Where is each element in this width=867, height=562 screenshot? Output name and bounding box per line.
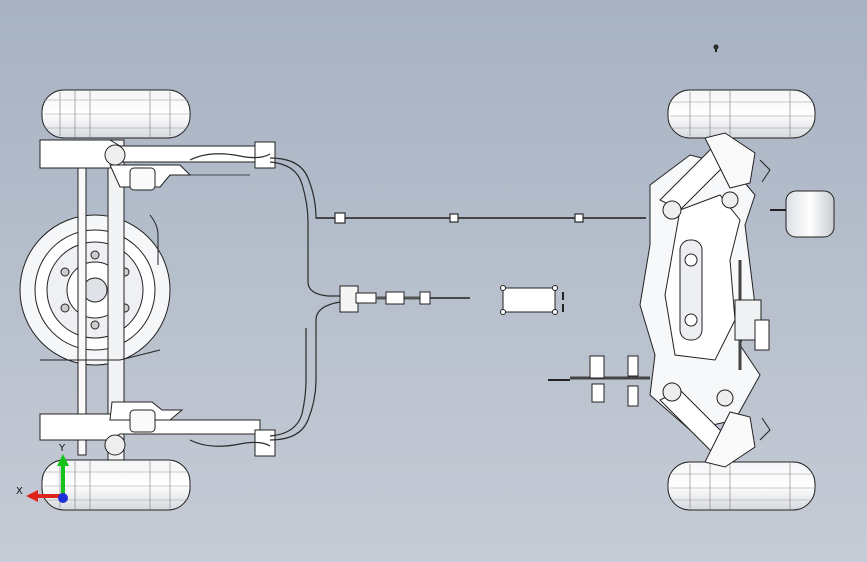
y-axis-arrowhead	[57, 454, 69, 466]
z-axis-dot	[58, 493, 68, 503]
brake-lines[interactable]	[189, 153, 646, 447]
x-axis-label: X	[16, 486, 23, 497]
front-right-tire[interactable]	[667, 461, 816, 511]
rear-left-tire[interactable]	[41, 89, 191, 139]
x-axis-arrowhead	[26, 490, 38, 502]
y-axis-label: Y	[59, 443, 66, 454]
reservoir-tank[interactable]	[770, 190, 835, 238]
front-left-tire[interactable]	[667, 89, 816, 139]
spare-wheel[interactable]	[19, 214, 171, 366]
mounting-plate[interactable]	[500, 285, 564, 315]
parking-brake-assembly[interactable]	[339, 285, 470, 313]
front-suspension-assembly[interactable]	[548, 44, 835, 511]
rear-axle-assembly[interactable]	[19, 89, 276, 511]
coordinate-triad	[26, 454, 69, 503]
